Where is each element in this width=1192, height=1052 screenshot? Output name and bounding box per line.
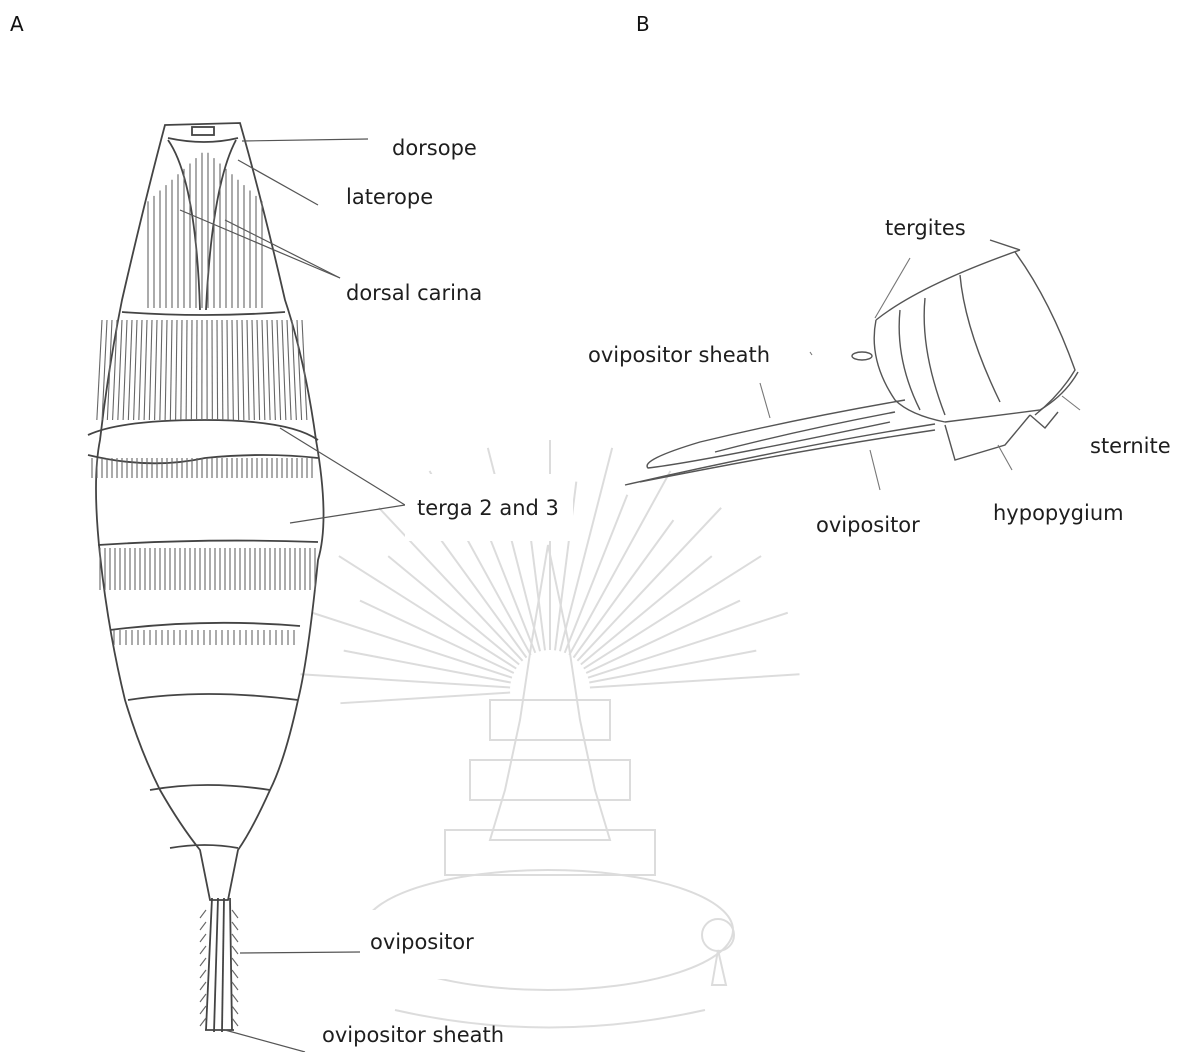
panel-label-a: A	[10, 14, 24, 34]
label-dorsal-carina: dorsal carina	[346, 283, 482, 304]
label-ovipositor-sheath-a: ovipositor sheath	[322, 1025, 504, 1046]
label-terga-2-and-3: terga 2 and 3	[405, 474, 573, 541]
label-dorsope: dorsope	[392, 138, 477, 159]
label-ovipositor-sheath-b: ovipositor sheath	[588, 345, 770, 366]
label-ovipositor-a: ovipositor	[360, 910, 526, 979]
label-laterope: laterope	[346, 187, 433, 208]
label-ovipositor-b: ovipositor	[816, 515, 920, 536]
label-sternite: sternite	[1090, 436, 1171, 457]
dorsal-metasoma-drawing	[88, 123, 324, 1032]
label-tergites: tergites	[885, 218, 966, 239]
panel-label-b: B	[636, 14, 650, 34]
label-hypopygium: hypopygium	[993, 503, 1124, 524]
